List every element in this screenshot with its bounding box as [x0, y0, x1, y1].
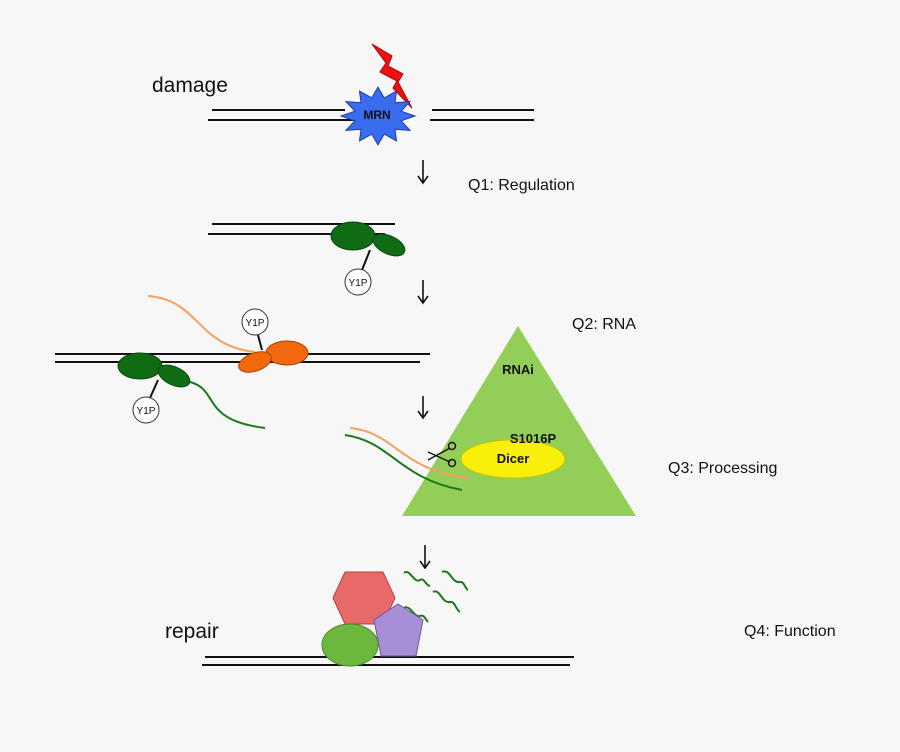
rna-orange-upper	[147, 295, 256, 353]
s1016p-label: S1016P	[510, 431, 557, 446]
arrow-down-1	[417, 160, 429, 185]
y1p-label-green: Y1P	[137, 406, 156, 417]
dicer-label: Dicer	[497, 451, 530, 466]
arrow-down-3	[417, 396, 429, 420]
rnai-triangle	[402, 326, 636, 516]
repair-label: repair	[165, 620, 219, 643]
dna-strand-stage3	[55, 353, 430, 363]
damage-label: damage	[152, 74, 228, 97]
rna-orange-duplex	[349, 427, 469, 479]
q2-label: Q2: RNA	[572, 316, 636, 333]
scissors-icon	[427, 441, 457, 468]
damaged-dna-left	[208, 109, 360, 121]
arrow-down-4	[419, 545, 431, 570]
polymerase-orange-tail	[238, 351, 272, 373]
dicer-enzyme	[460, 439, 566, 479]
polymerase-tail-green	[372, 233, 406, 257]
arrow-down-2	[417, 280, 429, 305]
rnai-label: RNAi	[502, 362, 534, 377]
q1-label: Q1: Regulation	[468, 177, 575, 194]
small-rnas	[403, 570, 469, 623]
y1p-circle-orange	[241, 308, 269, 336]
mrn-complex-star	[339, 86, 417, 146]
rna-green-duplex	[344, 434, 463, 491]
polymerase-green-body-s3	[117, 352, 163, 380]
y1p-label: Y1P	[349, 278, 368, 289]
y1p-label-orange: Y1P	[246, 318, 265, 329]
y1p-circle	[344, 268, 372, 296]
ctd-linker-green-s3	[149, 379, 159, 399]
polymerase-orange-body	[265, 340, 309, 366]
q3-label: Q3: Processing	[668, 460, 777, 477]
repair-protein-blob	[321, 623, 379, 667]
polymerase-body-green	[330, 221, 376, 251]
dna-strand-repair	[202, 656, 574, 666]
mrn-label: MRN	[363, 108, 390, 122]
y1p-circle-green	[132, 396, 160, 424]
q4-label: Q4: Function	[744, 623, 836, 640]
repair-protein-pentagon	[373, 603, 424, 657]
polymerase-green-tail-s3	[157, 364, 191, 388]
ctd-linker	[361, 249, 371, 271]
damaged-dna-right	[430, 109, 534, 121]
lightning-bolt-icon	[371, 43, 413, 109]
rna-green-lower	[189, 381, 266, 429]
ctd-linker-orange	[257, 334, 263, 351]
